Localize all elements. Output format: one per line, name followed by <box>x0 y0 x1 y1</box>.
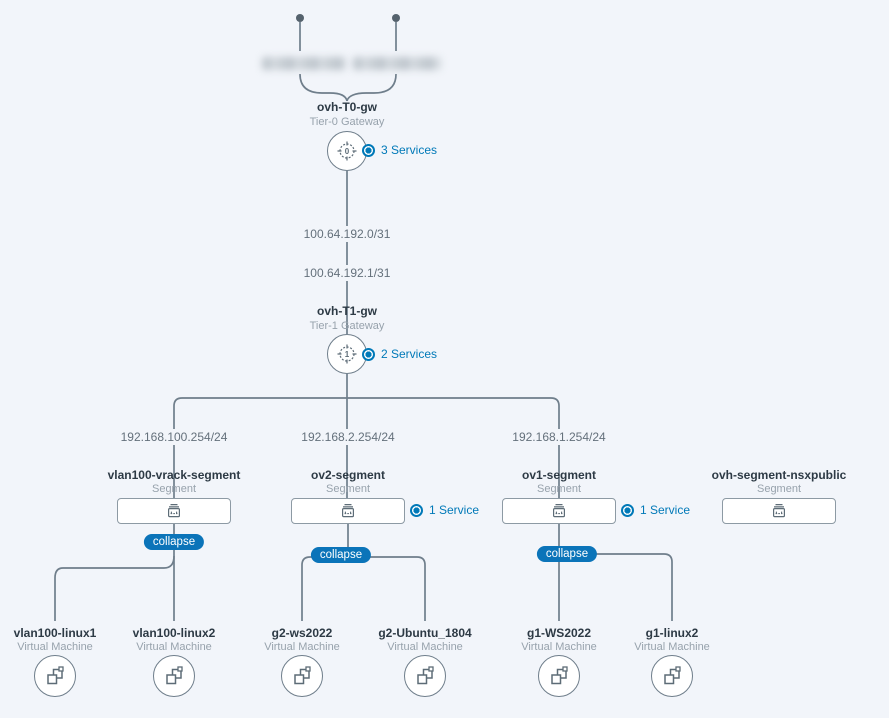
segment-icon <box>341 503 355 518</box>
t1-link-ip-label: 100.64.192.1/31 <box>298 265 396 281</box>
segment-node-ov2[interactable] <box>291 498 405 524</box>
segment-icon <box>552 503 566 518</box>
t0-gateway-title: ovh-T0-gw <box>317 100 377 114</box>
vm-title: g2-ws2022 <box>271 626 333 640</box>
vm-title: vlan100-linux2 <box>132 626 216 640</box>
segment-title: ov1-segment <box>521 468 597 482</box>
vm-type: Virtual Machine <box>634 641 710 653</box>
edge-ov2-vms <box>301 556 426 621</box>
vm-title: g1-linux2 <box>645 626 699 640</box>
ov1-services-link[interactable]: 1 Service <box>621 503 690 517</box>
t1-gateway-type: Tier-1 Gateway <box>309 320 385 332</box>
vm-node-vlan100-linux2[interactable] <box>153 655 195 697</box>
vm-title: g2-Ubuntu_1804 <box>378 626 472 640</box>
services-indicator-icon <box>362 347 375 361</box>
vm-node-g2-ws2022[interactable] <box>281 655 323 697</box>
segment-title: ovh-segment-nsxpublic <box>711 468 847 482</box>
segment-node-vlan100-vrack[interactable] <box>117 498 231 524</box>
t1-services-link[interactable]: 2 Services <box>362 347 437 361</box>
t0-gateway-node[interactable]: 0 <box>327 131 367 171</box>
edge-ov1-linux2 <box>559 553 673 621</box>
virtual-machine-icon <box>551 666 568 685</box>
edge-vlan100-linux1 <box>54 555 175 621</box>
segment-ip-label: 192.168.2.254/24 <box>296 429 400 445</box>
t0-services-label: 3 Services <box>381 143 438 157</box>
virtual-machine-icon <box>47 666 64 685</box>
virtual-machine-icon <box>294 666 311 685</box>
services-indicator-icon <box>410 503 423 517</box>
t1-services-label: 2 Services <box>381 347 438 361</box>
t1-gateway-title: ovh-T1-gw <box>317 304 377 318</box>
t0-services-link[interactable]: 3 Services <box>362 143 437 157</box>
segment-title: vlan100-vrack-segment <box>107 468 241 482</box>
segment-type: Segment <box>756 483 802 495</box>
vm-title: g1-WS2022 <box>526 626 592 640</box>
segment-type: Segment <box>536 483 582 495</box>
collapse-badge-ov2[interactable]: collapse <box>310 547 372 563</box>
virtual-machine-icon <box>417 666 434 685</box>
t0-gateway-type: Tier-0 Gateway <box>309 116 385 128</box>
vm-node-g2-ubuntu-1804[interactable] <box>404 655 446 697</box>
segment-ip-label: 192.168.100.254/24 <box>115 429 233 445</box>
vm-type: Virtual Machine <box>387 641 463 653</box>
ov2-services-label: 1 Service <box>429 503 480 517</box>
virtual-machine-icon <box>166 666 183 685</box>
segment-node-ov1[interactable] <box>502 498 616 524</box>
svg-text:0: 0 <box>345 147 350 156</box>
ov2-services-link[interactable]: 1 Service <box>410 503 479 517</box>
vm-node-vlan100-linux1[interactable] <box>34 655 76 697</box>
tier0-gateway-icon: 0 <box>337 141 357 161</box>
vm-type: Virtual Machine <box>264 641 340 653</box>
virtual-machine-icon <box>664 666 681 685</box>
svg-text:1: 1 <box>345 350 350 359</box>
segment-ip-label: 192.168.1.254/24 <box>507 429 611 445</box>
segment-title: ov2-segment <box>310 468 386 482</box>
segment-icon <box>772 503 786 518</box>
tier1-gateway-icon: 1 <box>337 344 357 364</box>
collapse-badge-vlan100[interactable]: collapse <box>143 534 205 550</box>
redacted-uplink-label-right <box>353 57 441 70</box>
vm-node-g1-linux2[interactable] <box>651 655 693 697</box>
segment-icon <box>167 503 181 518</box>
edge-t1-segments-branch <box>173 397 560 498</box>
services-indicator-icon <box>621 503 634 517</box>
ov1-services-label: 1 Service <box>640 503 691 517</box>
segment-node-nsxpublic[interactable] <box>722 498 836 524</box>
collapse-badge-ov1[interactable]: collapse <box>536 546 598 562</box>
services-indicator-icon <box>362 143 375 157</box>
vm-type: Virtual Machine <box>17 641 93 653</box>
segment-type: Segment <box>151 483 197 495</box>
uplink-endpoint-dot <box>296 14 304 22</box>
vm-node-g1-ws2022[interactable] <box>538 655 580 697</box>
t1-gateway-node[interactable]: 1 <box>327 334 367 374</box>
uplink-endpoint-dot <box>392 14 400 22</box>
t0-link-ip-label: 100.64.192.0/31 <box>298 226 396 242</box>
edge-merge-left <box>299 73 348 102</box>
vm-type: Virtual Machine <box>136 641 212 653</box>
vm-title: vlan100-linux1 <box>13 626 97 640</box>
redacted-uplink-label-left <box>262 57 346 70</box>
segment-type: Segment <box>325 483 371 495</box>
edge-merge-right <box>346 73 397 102</box>
vm-type: Virtual Machine <box>521 641 597 653</box>
